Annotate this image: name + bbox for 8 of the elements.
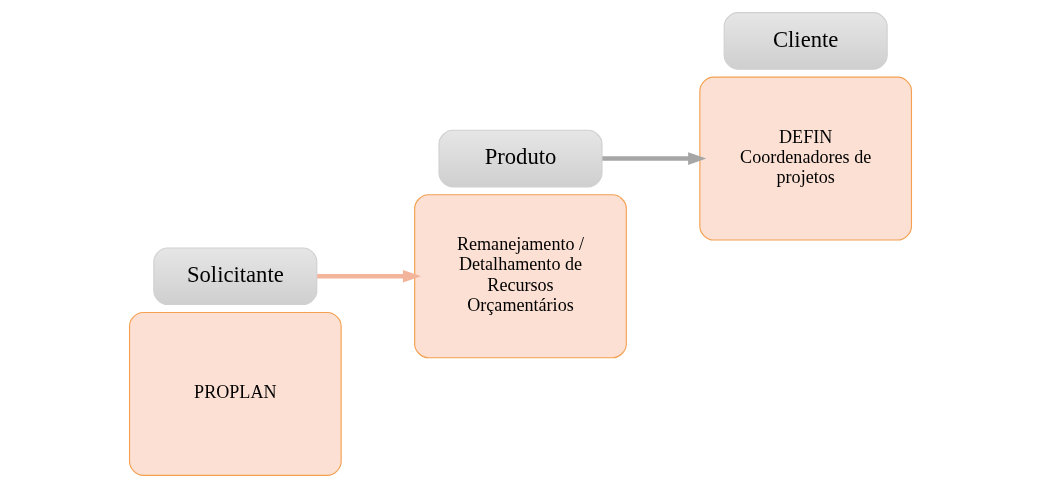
node-box: Solicitante [152,247,317,306]
node-box: Cliente [723,12,888,70]
node-box: DEFIN Coordenadores de projetos [698,76,912,241]
node-box: PROPLAN [128,311,342,476]
arrow [601,152,706,165]
arrow [316,269,421,283]
node-box: Produto [437,129,603,188]
node-box: Remanejamento / Detalhamento de Recursos Orçamentários [413,194,627,359]
